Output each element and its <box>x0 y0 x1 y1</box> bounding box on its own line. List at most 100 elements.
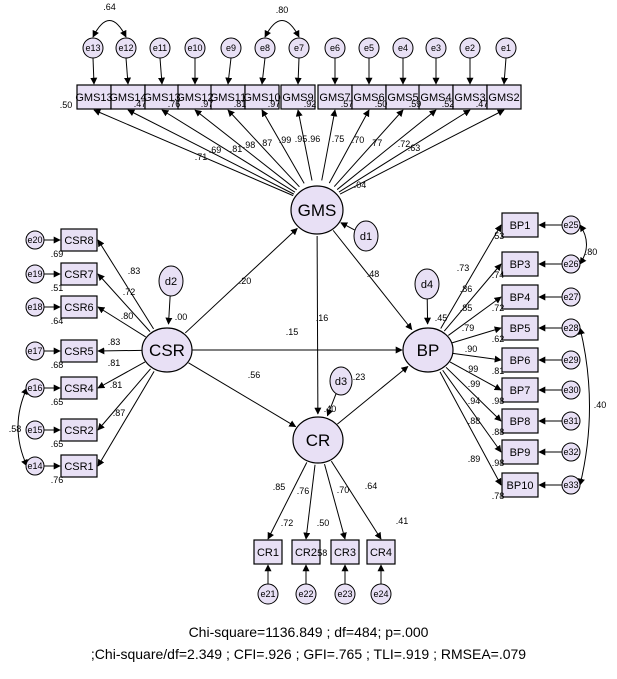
bp-item-label: BP3 <box>510 259 531 271</box>
gms-loading-label: .77 <box>370 138 383 148</box>
cr-item-label: CR4 <box>370 547 392 559</box>
csr-error-label: e14 <box>27 461 42 471</box>
bp-item-box <box>501 251 539 277</box>
structural-path-label: .16 <box>316 313 329 323</box>
gms-error-label: e13 <box>85 43 100 53</box>
gms-error-covariance <box>92 20 127 38</box>
latent-csr-ellipse <box>141 327 193 373</box>
gms-error-arrow <box>158 57 166 85</box>
bp-r2-label: .72 <box>492 303 505 313</box>
gms-item-label: GMS13 <box>75 92 112 104</box>
csr-error-label: e20 <box>27 235 42 245</box>
disturbance-arrow <box>326 391 338 417</box>
csr-loading-arrow <box>97 306 146 338</box>
bp-loading-arrow <box>440 224 502 329</box>
gms-r2-label: .57 <box>341 99 354 109</box>
gms-loading-arrow <box>338 109 471 193</box>
gms-covariance-label: .64 <box>103 2 116 12</box>
csr-item-label: CSR1 <box>64 461 93 473</box>
gms-error-circle <box>149 37 171 59</box>
csr-item-box <box>60 339 98 363</box>
gms-item-box <box>177 84 213 110</box>
gms-loading-arrow <box>336 109 437 190</box>
bp-r2-label: .78 <box>492 491 505 501</box>
gms-error-arrow <box>90 57 98 85</box>
bp-item-label: BP7 <box>510 385 531 397</box>
csr-error-label: e16 <box>27 383 42 393</box>
gms-covariance-label: .80 <box>276 5 289 15</box>
bp-loading-label: .79 <box>462 323 475 333</box>
gms-loading-label: .87 <box>260 138 273 148</box>
cr-loading-label: .76 <box>297 486 310 496</box>
gms-loading-label: .69 <box>209 145 222 155</box>
csr-loading-arrow <box>97 368 151 431</box>
gms-loading-label: .70 <box>352 135 365 145</box>
cr-item-box <box>291 539 321 565</box>
bp-item-box <box>501 347 539 373</box>
gms-error-label: e9 <box>226 43 236 53</box>
gms-item-box <box>486 84 522 110</box>
csr-loading-arrow <box>97 361 146 389</box>
gms-loading-arrow <box>328 109 370 184</box>
bp-item-box <box>501 315 539 341</box>
csr-error-label: e17 <box>27 346 42 356</box>
csr-item-box <box>60 228 98 252</box>
structural-path-arrow <box>188 362 297 428</box>
disturbance-label: d2 <box>165 276 177 288</box>
csr-error-covariance <box>17 387 28 467</box>
gms-error-circle <box>184 37 206 59</box>
gms-loading-arrow <box>321 109 338 181</box>
bp-error-covariance <box>578 327 590 486</box>
csr-item-label: CSR2 <box>64 425 93 437</box>
bp-error-circle <box>561 318 581 338</box>
gms-r2-label: .97 <box>268 99 281 109</box>
gms-error-circle <box>288 37 310 59</box>
bp-error-circle <box>561 475 581 495</box>
gms-r2-label: .59 <box>409 99 422 109</box>
gms-r2-label: .50 <box>60 100 73 110</box>
cr-loading-arrow <box>303 464 316 540</box>
bp-loading-arrow <box>452 352 502 363</box>
gms-item-box <box>351 84 387 110</box>
gms-item-box <box>210 84 246 110</box>
bp-error-label: e27 <box>563 292 578 302</box>
gms-error-circle <box>220 37 242 59</box>
gms-error-circle <box>254 37 276 59</box>
csr-r2-label: .65 <box>51 439 64 449</box>
gms-error-circle <box>425 37 447 59</box>
csr-loading-label: .83 <box>108 337 121 347</box>
structural-path-label: .48 <box>367 269 380 279</box>
fit-statistics-line-2: ;Chi-square/df=2.349 ; CFI=.926 ; GFI=.7… <box>90 646 527 662</box>
csr-error-circle <box>25 420 45 440</box>
gms-r2-label: .50 <box>375 99 388 109</box>
structural-path-label: .20 <box>239 276 252 286</box>
bp-error-label: e26 <box>563 259 578 269</box>
cr-error-label: e24 <box>373 589 388 599</box>
structural-path-label: .15 <box>286 327 299 337</box>
gms-error-label: e7 <box>294 43 304 53</box>
gms-loading-label: .95 <box>295 134 308 144</box>
gms-error-label: e3 <box>431 43 441 53</box>
gms-error-label: e6 <box>330 43 340 53</box>
disturbance-arrow <box>340 222 355 231</box>
bp-item-box <box>501 212 539 238</box>
cr-item-label: CR2 <box>295 547 317 559</box>
disturbance-label: d1 <box>360 231 372 243</box>
bp-error-label: e31 <box>563 416 578 426</box>
gms-error-circle <box>459 37 481 59</box>
gms-item-label: GMS10 <box>243 92 280 104</box>
csr-loading-label: .72 <box>123 287 136 297</box>
gms-item-label: GMS9 <box>282 92 313 104</box>
gms-error-circle <box>324 37 346 59</box>
csr-error-circle <box>25 341 45 361</box>
gms-loading-label: .99 <box>279 135 292 145</box>
latent-bp-ellipse <box>402 327 454 373</box>
cr-r2-label: .58 <box>315 548 328 558</box>
gms-item-box <box>452 84 488 110</box>
cr-r2-label: .72 <box>281 518 294 528</box>
gms-error-arrow <box>124 57 132 85</box>
gms-loading-label: .72 <box>398 139 411 149</box>
bp-error-label: e33 <box>563 480 578 490</box>
csr-covariance-label: .58 <box>9 424 22 434</box>
cr-r2-label: .41 <box>396 516 409 526</box>
